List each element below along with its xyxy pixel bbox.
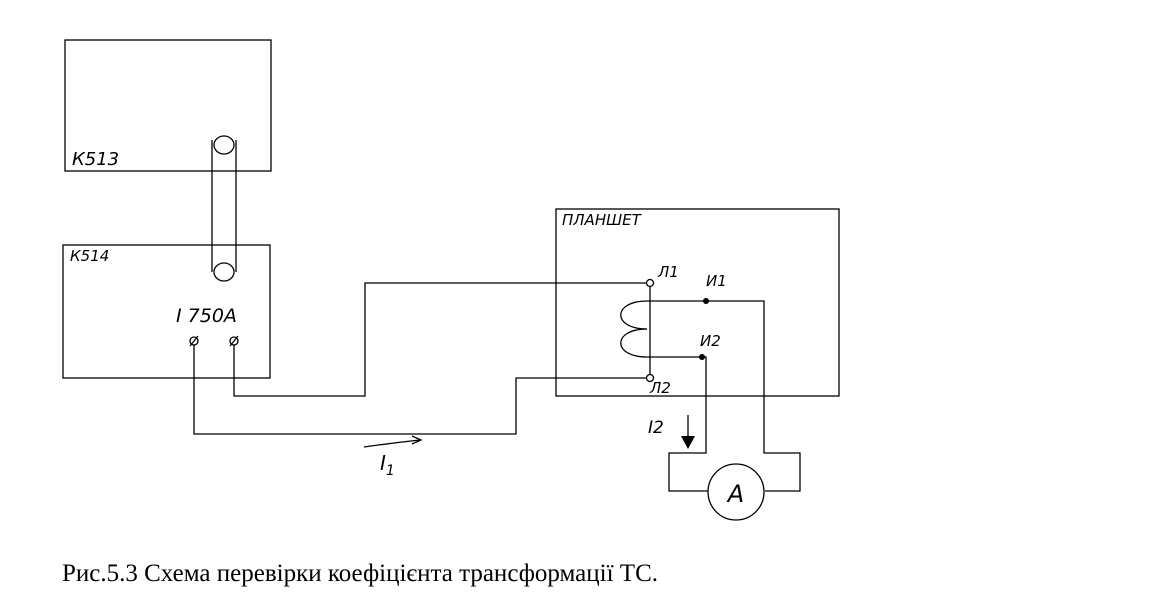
terminal-i1-label: И1 bbox=[706, 272, 727, 290]
secondary-winding bbox=[620, 300, 706, 358]
output-rating-label: I 750А bbox=[176, 305, 237, 327]
k514-terminal-left bbox=[189, 335, 199, 347]
ammeter bbox=[707, 463, 765, 521]
k513-box bbox=[64, 39, 272, 172]
ammeter-label: A bbox=[726, 480, 744, 508]
current-i1-indicator: I1 bbox=[363, 435, 423, 479]
wire-to-l1 bbox=[233, 282, 650, 397]
board-label: ПЛАНШЕТ bbox=[562, 211, 643, 229]
current-i1-label: I1 bbox=[380, 451, 395, 479]
board-box bbox=[555, 208, 840, 397]
current-i2-label: I2 bbox=[648, 418, 664, 438]
terminal-l1 bbox=[645, 278, 655, 288]
current-i2-indicator: I2 bbox=[648, 415, 695, 449]
k514-box bbox=[62, 244, 271, 379]
wire-to-l2 bbox=[193, 345, 650, 435]
terminal-l2 bbox=[645, 373, 655, 383]
wire-i1-to-meter bbox=[706, 300, 801, 492]
interconnect-cable bbox=[211, 135, 237, 282]
terminal-l2-label: Л2 bbox=[649, 379, 671, 397]
terminal-i2-label: И2 bbox=[700, 332, 721, 350]
k514-terminal-right bbox=[229, 335, 239, 347]
terminal-l1-label: Л1 bbox=[657, 263, 679, 281]
wire-i2-to-meter bbox=[668, 356, 708, 492]
k514-label: К514 bbox=[70, 247, 109, 265]
figure-caption: Рис.5.3 Схема перевірки коефіцієнта тран… bbox=[62, 560, 658, 587]
k513-label: К513 bbox=[72, 149, 119, 170]
